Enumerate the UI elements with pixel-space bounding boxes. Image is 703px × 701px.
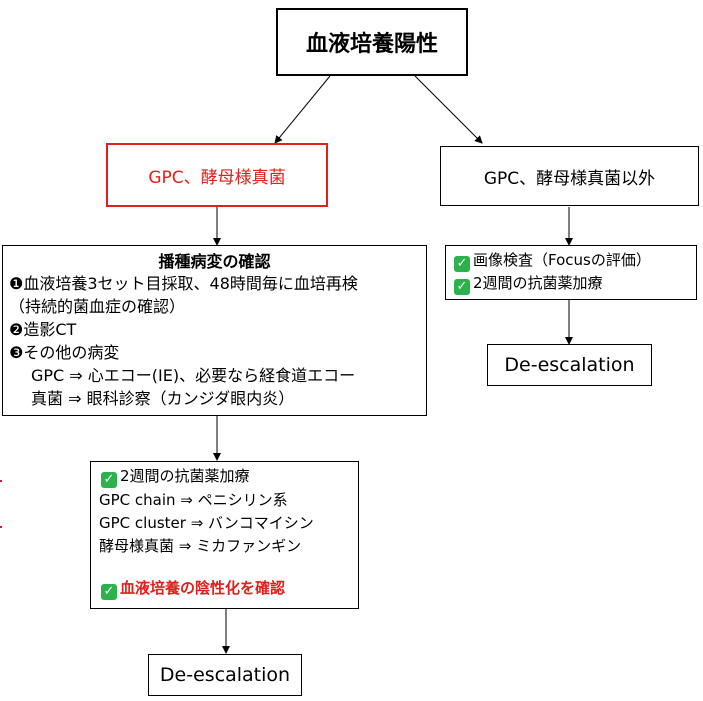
right-check-1-label: 画像検査（Focusの評価） — [473, 251, 651, 269]
treatment-check-1: ✓2週間の抗菌薬加療 — [101, 466, 250, 488]
right-check-1: ✓画像検査（Focusの評価） — [454, 250, 651, 272]
treatment-confirm: ✓血液培養の陰性化を確認 — [101, 578, 285, 600]
gpc-yeast-box: GPC、酵母様真菌 — [106, 143, 328, 207]
non-gpc-yeast-box: GPC、酵母様真菌以外 — [440, 146, 699, 206]
dissemination-line-5: GPC ⇒ 心エコー(IE)、必要なら経食道エコー — [31, 366, 356, 385]
gpc-yeast-label: GPC、酵母様真菌 — [148, 163, 285, 188]
blood-culture-positive-label: 血液培養陽性 — [305, 32, 438, 57]
check-mark-icon: ✓ — [454, 256, 470, 272]
de-escalation-left-label: De-escalation — [159, 664, 291, 686]
imaging-and-antibiotics-box: ✓画像検査（Focusの評価） ✓2週間の抗菌薬加療 — [445, 245, 697, 300]
dissemination-line-6: 真菌 ⇒ 眼科診察（カンジダ眼内炎） — [31, 389, 295, 408]
right-check-2: ✓2週間の抗菌薬加療 — [454, 273, 603, 295]
dissemination-line-4: ❸その他の病変 — [9, 343, 120, 362]
non-gpc-yeast-label: GPC、酵母様真菌以外 — [483, 168, 656, 189]
dissemination-line-3: ❷造影CT — [9, 320, 77, 339]
treatment-confirm-label: 血液培養の陰性化を確認 — [120, 579, 286, 597]
de-escalation-left-box: De-escalation — [148, 654, 302, 696]
dissemination-line-1: ❶血液培養3セット目採取、48時間毎に血培再検 — [9, 274, 358, 293]
gpc-label: GPC — [148, 167, 184, 188]
de-escalation-right-label: De-escalation — [504, 354, 635, 376]
check-mark-icon: ✓ — [101, 472, 117, 488]
arrow-top-left — [274, 75, 331, 144]
dissemination-check-box: 播種病変の確認 ❶血液培養3セット目採取、48時間毎に血培再検 （持続的菌血症の… — [2, 245, 427, 416]
de-escalation-right-box: De-escalation — [487, 344, 652, 386]
blood-culture-positive-box: 血液培養陽性 — [276, 8, 468, 76]
dissemination-heading: 播種病変の確認 — [158, 252, 271, 271]
arrow-top-right — [414, 75, 483, 144]
treatment-line-3: GPC cluster ⇒ バンコマイシン — [99, 514, 314, 532]
yeast-label: 、酵母様真菌 — [183, 167, 286, 188]
treatment-check-1-label: 2週間の抗菌薬加療 — [120, 467, 250, 485]
treatment-line-2: GPC chain ⇒ ペニシリン系 — [99, 491, 288, 509]
right-check-2-label: 2週間の抗菌薬加療 — [473, 274, 603, 292]
dissemination-line-2: （持続的菌血症の確認） — [9, 297, 186, 316]
check-mark-icon: ✓ — [454, 279, 470, 295]
treatment-line-4: 酵母様真菌 ⇒ ミカファンギン — [99, 537, 302, 555]
treatment-box: ✓2週間の抗菌薬加療 GPC chain ⇒ ペニシリン系 GPC cluste… — [90, 461, 359, 609]
check-mark-icon: ✓ — [101, 584, 117, 600]
